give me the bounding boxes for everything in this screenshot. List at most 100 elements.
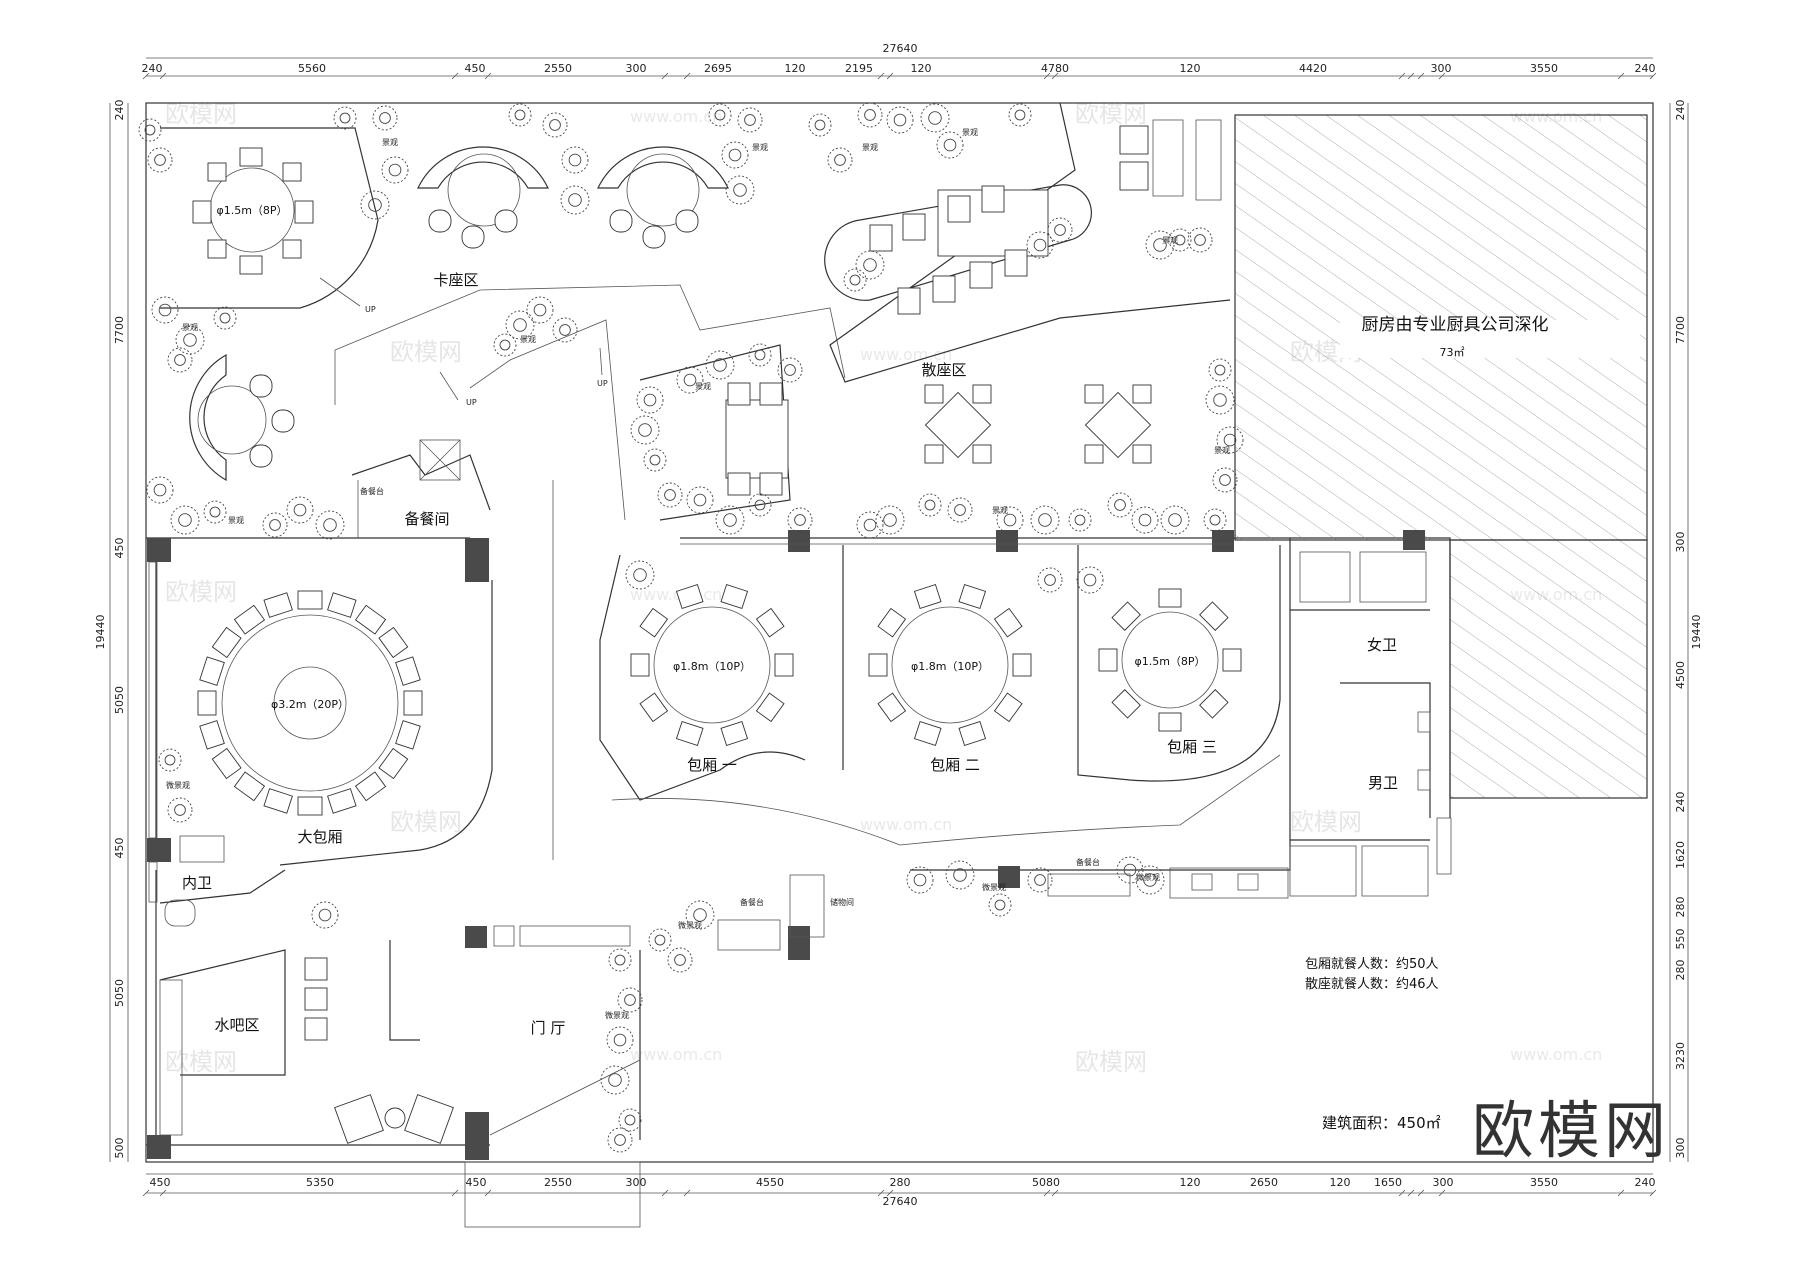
tree-symbol-core	[158, 303, 172, 317]
dim-bottom: 2550	[544, 1176, 572, 1189]
open-seating-capacity: 散座就餐人数：约46人	[1305, 976, 1439, 992]
landscape-label: 景观	[1162, 236, 1178, 245]
micro-landscape-label: 微景观	[1136, 872, 1160, 882]
dimension-tick	[1398, 72, 1406, 80]
columns	[147, 530, 1425, 1160]
chair	[327, 592, 357, 618]
room-three-label: 包厢 三	[1167, 738, 1217, 756]
tree-symbol-core	[864, 109, 876, 121]
tree-symbol	[1047, 217, 1073, 243]
prep-counter-label: 备餐台	[740, 897, 764, 907]
watermark-url: www.om.cn	[860, 815, 952, 834]
tree-symbol	[886, 106, 914, 134]
tree-symbol-core	[368, 198, 382, 212]
dimension-tick	[1438, 72, 1446, 80]
tree-symbol	[158, 748, 182, 772]
tree-symbol-core	[1194, 234, 1206, 246]
tree-symbol-core	[219, 312, 231, 324]
chair	[211, 626, 242, 659]
chair	[877, 692, 907, 723]
chair	[720, 583, 749, 610]
tree-symbol-core	[723, 513, 737, 527]
dim-bottom: 3550	[1530, 1176, 1558, 1189]
overall-dim-right: 19440	[1690, 615, 1703, 650]
tree-symbol-core	[893, 113, 907, 127]
tree-symbol	[705, 350, 735, 380]
landscape-label: 景观	[752, 143, 768, 152]
booth-area-label: 卡座区	[433, 271, 478, 289]
dim-left: 240	[113, 100, 126, 121]
dim-bottom: 5080	[1032, 1176, 1060, 1189]
chair	[1098, 648, 1118, 672]
chair	[263, 592, 293, 618]
watermark-url: www.om.cn	[630, 585, 722, 604]
dim-right: 300	[1674, 532, 1687, 553]
tree-symbol-core	[549, 119, 561, 131]
grand-room-label: 大包厢	[297, 828, 342, 846]
landscape-label: 景观	[862, 143, 878, 152]
tree-symbol	[636, 386, 664, 414]
tree-symbol-core	[293, 503, 307, 517]
tree-symbol-core	[1033, 238, 1047, 252]
inner-wc: 内卫	[159, 835, 286, 927]
planting	[138, 102, 1244, 1153]
dimension-lines	[109, 57, 1689, 1197]
dimension-tick	[683, 1189, 691, 1197]
tree-symbol	[262, 512, 288, 538]
chair	[993, 607, 1023, 638]
tree-symbol	[667, 947, 693, 973]
tree-symbol	[630, 415, 660, 445]
chair	[913, 583, 942, 610]
tree-symbol-core	[1219, 474, 1231, 486]
tree-symbol	[625, 560, 655, 590]
tree-symbol-core	[339, 112, 351, 124]
tree-symbol-core	[183, 333, 197, 347]
water-bar: 水吧区	[159, 949, 454, 1144]
dimension-tick	[1043, 72, 1051, 80]
tree-symbol	[167, 797, 193, 823]
tree-symbol-core	[1034, 874, 1046, 886]
dim-bottom: 2650	[1250, 1176, 1278, 1189]
chair-group	[868, 583, 1032, 747]
dimension-tick	[1617, 72, 1625, 80]
tree-symbol	[146, 476, 174, 504]
tree-symbol	[552, 317, 578, 343]
tree-symbol	[708, 103, 732, 127]
tree-symbol-core	[784, 364, 796, 376]
dim-left: 5050	[113, 979, 126, 1007]
dim-top: 2695	[704, 62, 732, 75]
tree-symbol	[147, 147, 173, 173]
tree-symbol-core	[1054, 224, 1066, 236]
dimension-tick	[1407, 72, 1415, 80]
tree-symbol	[920, 103, 950, 133]
lobby-label: 门 厅	[531, 1019, 566, 1037]
male-wc-label: 男卫	[1368, 774, 1398, 792]
tree-symbol	[1037, 567, 1063, 593]
table-label: φ3.2m（20P）	[271, 698, 349, 711]
tree-symbol	[856, 511, 884, 539]
tree-symbol-core	[568, 153, 582, 167]
tree-symbol-core	[379, 112, 391, 124]
tree-symbol-core	[1143, 873, 1157, 887]
chair-group	[869, 185, 1028, 315]
chair	[199, 656, 225, 686]
tree-symbol-core	[713, 358, 727, 372]
table-label: φ1.8m（10P）	[673, 660, 751, 673]
tree-symbol	[748, 343, 772, 367]
tree-symbol	[1107, 492, 1133, 518]
scatter-zone: 散座区	[639, 102, 1231, 521]
tree-symbol	[1008, 103, 1032, 127]
chair	[211, 747, 242, 780]
tree-symbol-core	[1123, 863, 1137, 877]
chair	[1158, 588, 1182, 608]
chair	[395, 656, 421, 686]
tree-symbol	[1208, 358, 1232, 382]
lobby: 门 厅	[389, 480, 631, 1041]
tree-symbol	[648, 928, 672, 952]
tree-symbol-core	[1213, 393, 1227, 407]
dim-top: 120	[1180, 62, 1201, 75]
watermark: 欧模网	[390, 808, 462, 836]
micro-landscape-label: 微景观	[982, 882, 1006, 892]
tree-symbol	[808, 113, 832, 137]
building-area: 建筑面积：450㎡	[1322, 1114, 1441, 1132]
